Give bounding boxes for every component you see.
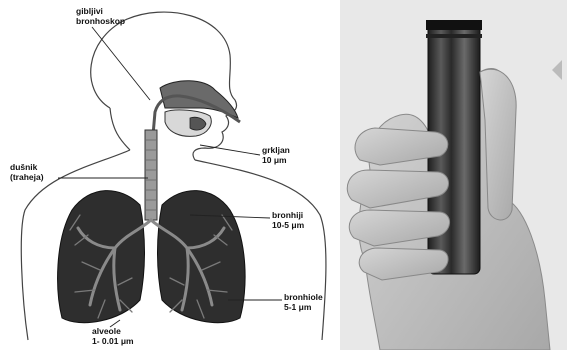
label-bronchoscope-line2: bronhoskop bbox=[76, 16, 125, 26]
label-bronchioles-line1: bronhiole bbox=[284, 292, 323, 302]
label-larynx: grkljan 10 μm bbox=[262, 145, 290, 165]
label-alveoli-line2: 1- 0.01 μm bbox=[92, 336, 134, 346]
label-bronchioles-line2: 5-1 μm bbox=[284, 302, 323, 312]
label-bronchi-line1: bronhiji bbox=[272, 210, 304, 220]
label-bronchi: bronhiji 10-5 μm bbox=[272, 210, 304, 230]
hand-photo-panel bbox=[340, 0, 567, 350]
trachea-shape bbox=[145, 130, 157, 220]
label-bronchi-line2: 10-5 μm bbox=[272, 220, 304, 230]
label-trachea: dušnik (traheja) bbox=[10, 162, 44, 182]
label-alveoli-line1: alveole bbox=[92, 326, 134, 336]
tube-cap bbox=[426, 20, 482, 30]
label-trachea-line1: dušnik bbox=[10, 162, 44, 172]
right-lung bbox=[158, 191, 246, 323]
respiratory-diagram-panel: gibljivi bronhoskop grkljan 10 μm dušnik… bbox=[0, 0, 340, 350]
label-alveoli: alveole 1- 0.01 μm bbox=[92, 326, 134, 346]
label-bronchoscope-line1: gibljivi bbox=[76, 6, 125, 16]
left-lung bbox=[58, 191, 145, 323]
label-bronchoscope: gibljivi bronhoskop bbox=[76, 6, 125, 26]
hand-holding-tube-image bbox=[340, 0, 567, 350]
label-larynx-line2: 10 μm bbox=[262, 155, 290, 165]
label-trachea-line2: (traheja) bbox=[10, 172, 44, 182]
label-larynx-line1: grkljan bbox=[262, 145, 290, 155]
label-bronchioles: bronhiole 5-1 μm bbox=[284, 292, 323, 312]
